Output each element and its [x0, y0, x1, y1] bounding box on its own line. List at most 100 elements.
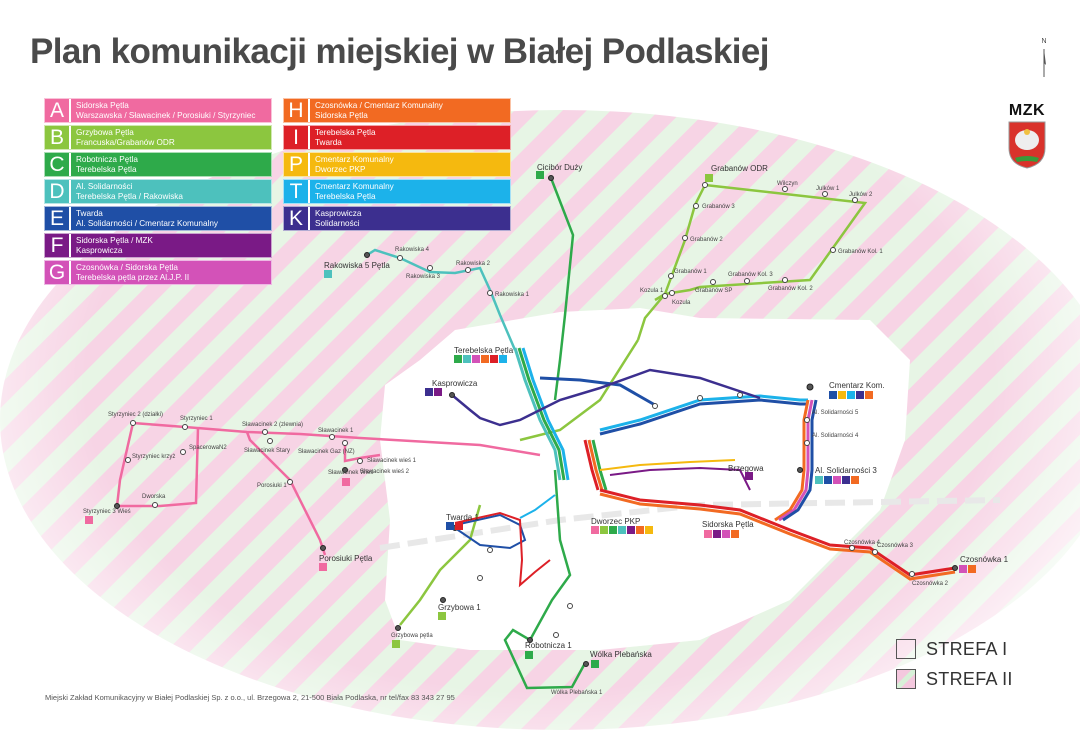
svg-text:Brzegowa: Brzegowa: [728, 464, 764, 473]
svg-text:Dworska: Dworska: [142, 494, 166, 500]
line-trunk-routes: [513, 347, 608, 491]
svg-text:Terebelska Pętla: Terebelska Pętla: [454, 346, 514, 355]
route-line-2: Francuska/Grabanów ODR: [76, 137, 175, 147]
svg-text:Wólka Plebańska 1: Wólka Plebańska 1: [551, 690, 603, 696]
svg-text:Julków 2: Julków 2: [849, 192, 873, 198]
zone-2-swatch: [896, 669, 916, 689]
svg-text:Robotnicza 1: Robotnicza 1: [525, 641, 572, 650]
svg-text:Cicibór Duży: Cicibór Duży: [537, 163, 582, 172]
svg-text:Sławacinek 1: Sławacinek 1: [318, 428, 354, 434]
svg-text:Rakowiska 5 Pętla: Rakowiska 5 Pętla: [324, 261, 390, 270]
line-d-route: [366, 248, 517, 351]
svg-text:Al. Solidarności 4: Al. Solidarności 4: [812, 433, 859, 439]
line-letter: B: [45, 126, 71, 149]
svg-text:Styrzyniec 2 (działki): Styrzyniec 2 (działki): [108, 412, 163, 418]
svg-text:Czosnówka 4: Czosnówka 4: [844, 540, 881, 546]
route-line-2: Twarda: [315, 137, 342, 147]
line-letter: P: [284, 153, 310, 176]
svg-text:Sławacinek 2 (zlewnia): Sławacinek 2 (zlewnia): [242, 422, 303, 428]
svg-text:Sławacinek Stary: Sławacinek Stary: [244, 448, 290, 454]
svg-text:Grabanów Kol. 1: Grabanów Kol. 1: [838, 249, 883, 255]
svg-text:Dworzec PKP: Dworzec PKP: [591, 517, 640, 526]
svg-text:Grabanów Kol. 2: Grabanów Kol. 2: [768, 286, 813, 292]
svg-text:SpacerowaN2: SpacerowaN2: [189, 445, 227, 451]
line-t-route: [539, 376, 808, 436]
zone-1-area: [380, 308, 910, 650]
route-line-2: Terebelska Pętla: [76, 164, 137, 174]
route-line-1: Sidorska Pętla / MZK: [76, 236, 153, 245]
svg-text:Wilczyn: Wilczyn: [777, 181, 798, 187]
svg-text:Julków 1: Julków 1: [816, 186, 840, 192]
compass-north-label: N: [1041, 38, 1047, 45]
zone-2-legend-item: STREFA II: [896, 666, 1013, 692]
svg-text:Kozula: Kozula: [672, 300, 691, 306]
line-letter: G: [45, 261, 71, 284]
svg-text:Grabanów ODR: Grabanów ODR: [711, 164, 768, 173]
stop-labels: Grabanów ODR Wilczyn Julków 1 Julków 2 G…: [83, 163, 1009, 696]
svg-text:Porosiuki Pętla: Porosiuki Pętla: [319, 554, 373, 563]
line-sidorska-route: [599, 459, 956, 581]
line-letter: D: [45, 180, 71, 203]
svg-text:Rakowiska 4: Rakowiska 4: [395, 247, 430, 253]
line-letter: H: [284, 99, 310, 122]
page-title: Plan komunikacji miejskiej w Białej Podl…: [30, 32, 769, 71]
route-line-2: Sidorska Pętla: [315, 110, 368, 120]
railway-line: [379, 497, 1001, 551]
zone-1-label: STREFA I: [926, 638, 1008, 659]
line-letter: C: [45, 153, 71, 176]
route-line-1: Terebelska Pętla: [315, 128, 376, 137]
route-line-1: Twarda: [76, 209, 103, 218]
line-letter: E: [45, 207, 71, 230]
route-line-1: Al. Solidarności: [76, 182, 133, 191]
zone-1-swatch: [896, 639, 916, 659]
line-solidarnosci-route: [774, 399, 818, 522]
svg-text:Rakowiska 3: Rakowiska 3: [406, 274, 441, 280]
svg-text:Czosnówka 2: Czosnówka 2: [912, 581, 949, 587]
svg-text:Twarda 1: Twarda 1: [446, 513, 479, 522]
svg-text:Grabanów 3: Grabanów 3: [702, 204, 735, 210]
svg-text:Sławacinek Wieś: Sławacinek Wieś: [328, 470, 373, 476]
svg-text:Cmentarz Kom.: Cmentarz Kom.: [829, 381, 885, 390]
svg-text:Styrzyniec 1: Styrzyniec 1: [180, 416, 213, 422]
stop-markers: [125, 182, 915, 638]
route-line-1: Sidorska Pętla: [76, 101, 129, 110]
svg-text:Czosnówka 3: Czosnówka 3: [877, 543, 914, 549]
svg-text:Grabanów 2: Grabanów 2: [690, 237, 723, 243]
svg-text:Sidorska Pętla: Sidorska Pętla: [702, 520, 754, 529]
route-line-2: Terebelska pętla przez Al.J.P. II: [76, 272, 190, 282]
svg-text:Grzybowa 1: Grzybowa 1: [438, 603, 481, 612]
route-line-2: Dworzec PKP: [315, 164, 366, 174]
route-line-2: Warszawska / Sławacinek / Porosiuki / St…: [76, 110, 256, 120]
line-k-route: [451, 368, 761, 427]
north-arrow-icon: [1043, 49, 1046, 77]
svg-text:Grabanów 1: Grabanów 1: [674, 269, 707, 275]
line-letter: T: [284, 180, 310, 203]
mzk-logo: MZK: [1003, 102, 1051, 175]
svg-text:Al. Solidarności 3: Al. Solidarności 3: [815, 466, 877, 475]
svg-text:Grabanów SP: Grabanów SP: [695, 288, 732, 294]
route-line-1: Kasprowicza: [315, 209, 362, 218]
route-line-1: Robotnicza Pętla: [76, 155, 138, 164]
route-line-1: Czosnówka / Cmentarz Komunalny: [315, 101, 443, 110]
route-line-1: Cmentarz Komunalny: [315, 155, 394, 164]
svg-text:Porosiuki 1: Porosiuki 1: [257, 483, 287, 489]
line-c-north-route: [549, 177, 575, 401]
route-line-2: Terebelska Pętla: [315, 191, 376, 201]
line-c-south-route: [503, 469, 586, 690]
line-letter: A: [45, 99, 71, 122]
